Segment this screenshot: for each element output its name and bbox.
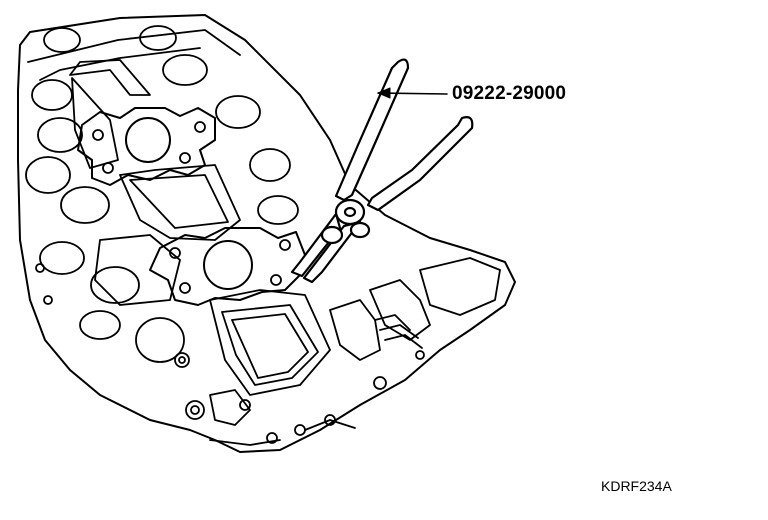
cylinder-head-side-ribs: [35, 257, 501, 446]
part-number-leader: [377, 87, 448, 99]
valve-pockets: [25, 25, 299, 420]
part-number-label: 09222-29000: [452, 83, 567, 104]
retainer-plate-upper: [77, 107, 216, 186]
figure-code-label: KDRF234A: [601, 478, 672, 494]
retainer-plate-lower: [149, 227, 306, 306]
cylinder-head-outline: [17, 14, 516, 453]
